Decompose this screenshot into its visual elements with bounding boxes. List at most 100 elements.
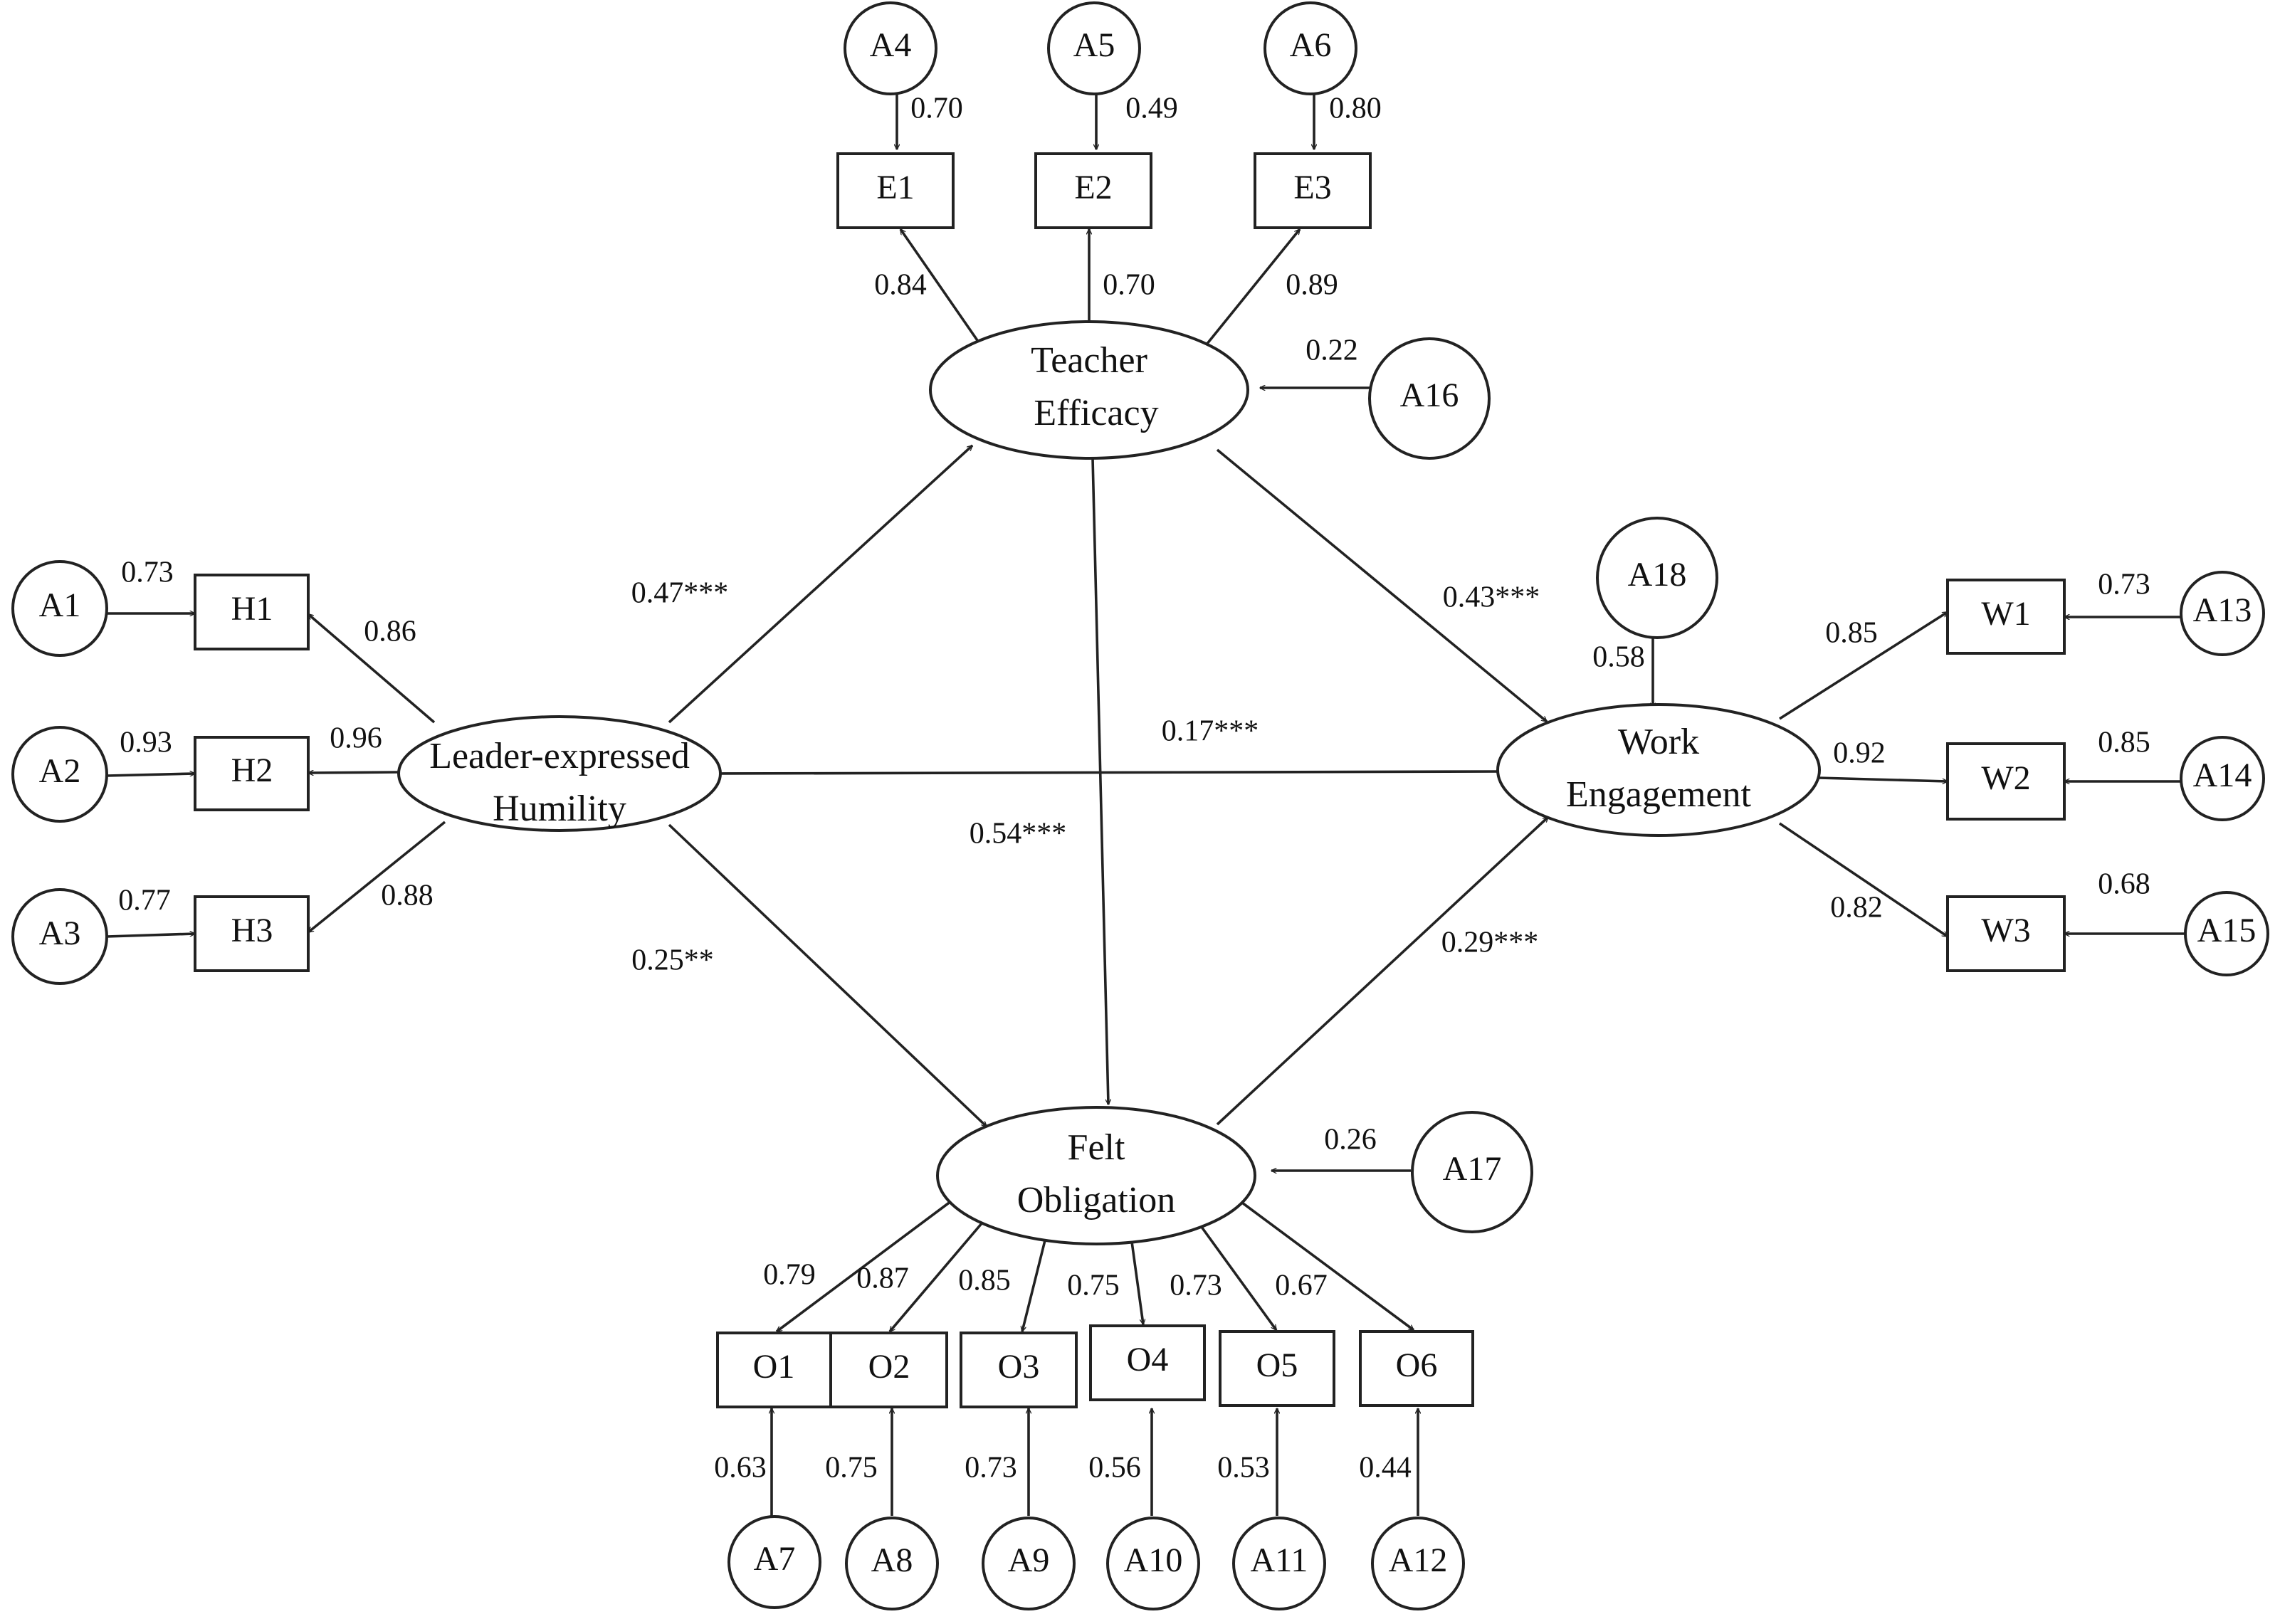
indicator-e1-label: E1 bbox=[876, 169, 914, 206]
path-humility-to-obligation bbox=[668, 823, 987, 1128]
error-a11: A11 bbox=[1232, 1517, 1326, 1610]
error-coefficients: 0.73 0.93 0.77 0.70 0.49 0.80 0.63 0.75 … bbox=[118, 93, 2150, 1485]
error-a12: A12 bbox=[1371, 1517, 1465, 1610]
indicator-e1: E1 bbox=[836, 152, 955, 229]
indicator-o6: O6 bbox=[1359, 1330, 1474, 1407]
indicator-w3-label: W3 bbox=[1981, 912, 2030, 949]
loading-obligation-o5 bbox=[1198, 1223, 1278, 1330]
coef-error-a12: 0.44 bbox=[1359, 1452, 1412, 1485]
latent-obligation-line1: Felt bbox=[1068, 1127, 1125, 1168]
coef-error-a15: 0.68 bbox=[2098, 868, 2150, 901]
error-a18-label: A18 bbox=[1628, 556, 1687, 594]
error-a16: A16 bbox=[1368, 337, 1491, 460]
coef-loading-e3: 0.89 bbox=[1286, 269, 1338, 302]
coef-loading-w3: 0.82 bbox=[1830, 892, 1883, 924]
coef-loading-e2: 0.70 bbox=[1103, 269, 1155, 302]
structural-coefficients: 0.47*** 0.17*** 0.25** 0.43*** 0.54*** 0… bbox=[631, 577, 1540, 977]
indicator-boxes: H1 H2 H3 E1 E2 E3 W1 W2 W3 O1 O2 O3 O4 O… bbox=[194, 152, 2066, 1408]
indicator-h1: H1 bbox=[194, 574, 310, 650]
coef-error-a9: 0.73 bbox=[965, 1452, 1017, 1485]
path-humility-to-efficacy bbox=[668, 444, 972, 724]
indicator-e2-label: E2 bbox=[1074, 169, 1112, 206]
loading-obligation-o1 bbox=[777, 1198, 955, 1333]
loading-humility-h3 bbox=[308, 821, 446, 934]
indicator-e3-label: E3 bbox=[1293, 169, 1331, 206]
latent-engagement-line2: Engagement bbox=[1566, 774, 1751, 815]
path-humility-to-engagement bbox=[718, 771, 1506, 775]
error-a2: A2 bbox=[11, 726, 108, 823]
indicator-w2: W2 bbox=[1946, 742, 2066, 821]
latent-obligation: Felt Obligation bbox=[936, 1106, 1256, 1245]
indicator-o2-label: O2 bbox=[868, 1348, 910, 1386]
coef-error-a10: 0.56 bbox=[1088, 1452, 1141, 1485]
error-a1: A1 bbox=[11, 560, 108, 657]
indicator-w1: W1 bbox=[1946, 579, 2066, 655]
error-circles: A1 A2 A3 A4 A5 A6 A7 A8 A9 A10 A11 A12 A… bbox=[11, 1, 2269, 1610]
error-a6-label: A6 bbox=[1290, 26, 1332, 64]
error-a9: A9 bbox=[982, 1517, 1076, 1610]
error-a8: A8 bbox=[845, 1517, 939, 1610]
error-a17: A17 bbox=[1411, 1111, 1533, 1233]
loading-engagement-w1 bbox=[1779, 611, 1948, 720]
error-a6: A6 bbox=[1264, 1, 1357, 95]
coef-loading-h2: 0.96 bbox=[330, 722, 382, 755]
indicator-h1-label: H1 bbox=[231, 590, 273, 628]
latent-engagement: Work Engagement bbox=[1496, 703, 1821, 837]
path-obligation-to-engagement bbox=[1216, 816, 1548, 1126]
coef-error-a16: 0.22 bbox=[1306, 334, 1358, 367]
error-a15: A15 bbox=[2184, 891, 2269, 976]
indicator-w3: W3 bbox=[1946, 895, 2066, 972]
latent-engagement-line1: Work bbox=[1618, 722, 1699, 762]
loading-obligation-o6 bbox=[1241, 1201, 1414, 1332]
coef-loading-w1: 0.85 bbox=[1825, 617, 1878, 650]
coef-error-a11: 0.53 bbox=[1217, 1452, 1270, 1485]
latent-efficacy: Teacher Efficacy bbox=[929, 320, 1249, 460]
coef-loading-e1: 0.84 bbox=[874, 269, 927, 302]
loading-coefficients: 0.86 0.96 0.88 0.84 0.70 0.89 0.85 0.92 … bbox=[330, 269, 1886, 1302]
error-a3-label: A3 bbox=[39, 914, 81, 952]
indicator-o2: O2 bbox=[829, 1332, 948, 1408]
error-a13: A13 bbox=[2180, 571, 2265, 656]
error-a2-to-h2 bbox=[106, 774, 195, 777]
coef-humility-engagement: 0.17*** bbox=[1162, 715, 1259, 748]
error-a7: A7 bbox=[727, 1515, 821, 1609]
coef-error-a18: 0.58 bbox=[1592, 641, 1645, 674]
coef-error-a7: 0.63 bbox=[714, 1452, 767, 1485]
coef-loading-o5: 0.73 bbox=[1170, 1270, 1222, 1302]
loading-obligation-o3 bbox=[1022, 1240, 1046, 1332]
error-a10: A10 bbox=[1106, 1517, 1200, 1610]
coef-error-a6: 0.80 bbox=[1329, 93, 1382, 125]
loading-engagement-w2 bbox=[1818, 776, 1948, 781]
error-a5: A5 bbox=[1047, 1, 1141, 95]
coef-loading-h3: 0.88 bbox=[381, 880, 434, 912]
coef-humility-obligation: 0.25** bbox=[631, 944, 714, 977]
indicator-o5: O5 bbox=[1219, 1330, 1335, 1407]
latent-efficacy-line1: Teacher bbox=[1031, 340, 1147, 381]
latent-humility-line2: Humility bbox=[493, 789, 626, 829]
error-a11-label: A11 bbox=[1251, 1541, 1308, 1579]
error-a5-label: A5 bbox=[1073, 26, 1115, 64]
indicator-o4: O4 bbox=[1089, 1324, 1206, 1401]
coef-loading-w2: 0.92 bbox=[1833, 737, 1886, 770]
error-a8-label: A8 bbox=[871, 1541, 913, 1579]
coef-humility-efficacy: 0.47*** bbox=[631, 577, 729, 610]
loading-efficacy-e3 bbox=[1205, 229, 1301, 346]
error-a14: A14 bbox=[2180, 736, 2265, 821]
coef-error-a8: 0.75 bbox=[825, 1452, 878, 1485]
indicator-w1-label: W1 bbox=[1981, 595, 2030, 633]
error-a1-label: A1 bbox=[39, 586, 81, 624]
edges bbox=[106, 85, 2187, 1516]
indicator-e2: E2 bbox=[1034, 152, 1152, 229]
indicator-o4-label: O4 bbox=[1127, 1341, 1169, 1378]
latent-humility-line1: Leader-expressed bbox=[429, 736, 690, 776]
error-a3-to-h3 bbox=[106, 934, 195, 938]
indicator-h3-label: H3 bbox=[231, 912, 273, 949]
coef-efficacy-obligation: 0.54*** bbox=[970, 818, 1067, 850]
loading-humility-h1 bbox=[308, 613, 436, 724]
indicator-o3-label: O3 bbox=[998, 1348, 1040, 1386]
coef-loading-o2: 0.87 bbox=[856, 1262, 909, 1295]
loading-efficacy-e1 bbox=[899, 229, 982, 346]
loading-engagement-w3 bbox=[1778, 822, 1948, 938]
coef-error-a14: 0.85 bbox=[2098, 727, 2150, 759]
indicator-w2-label: W2 bbox=[1981, 759, 2030, 797]
